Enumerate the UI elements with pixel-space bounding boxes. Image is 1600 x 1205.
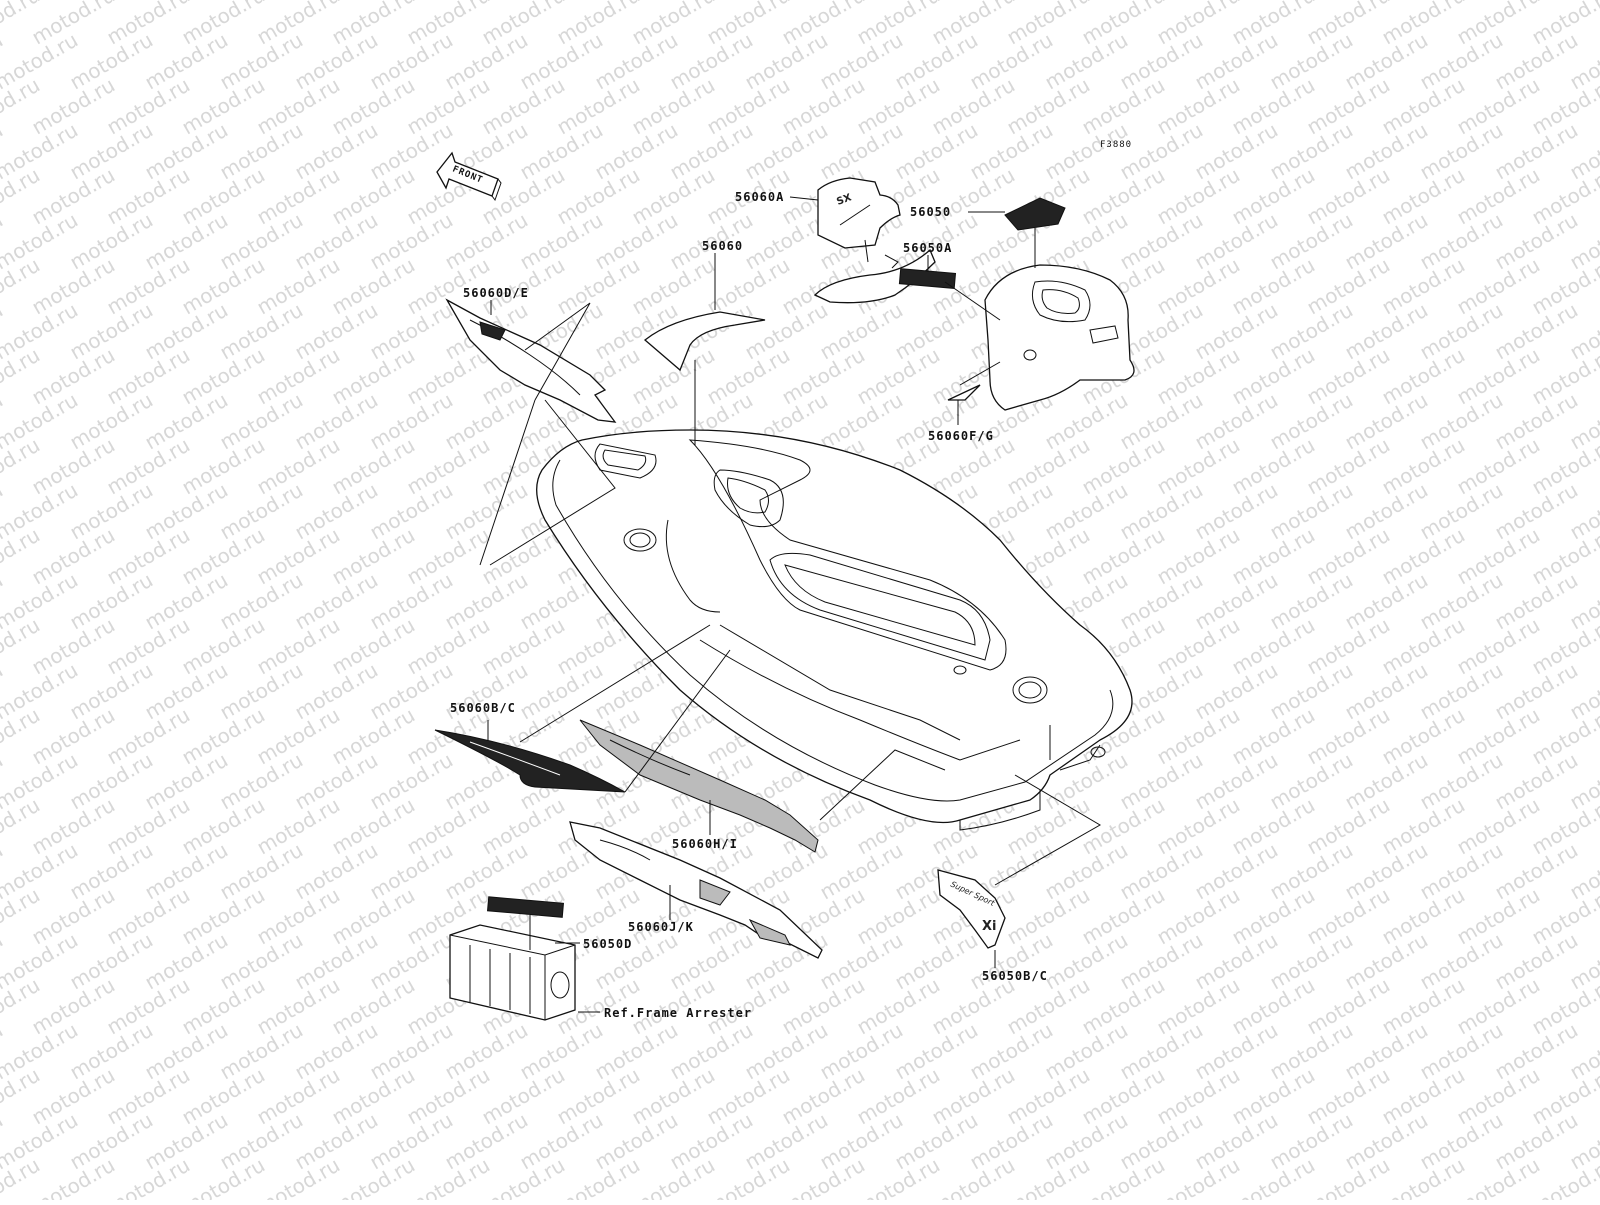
callout-56060hi: 56060H/I [672, 837, 738, 851]
callout-ref-frame-arrester: Ref.Frame Arrester [604, 1006, 752, 1020]
callout-56060fg: 56060F/G [928, 429, 994, 443]
callout-56060: 56060 [702, 239, 743, 253]
callout-56060bc: 56060B/C [450, 701, 516, 715]
callout-56050a: 56050A [903, 241, 952, 255]
callout-56060a: 56060A [735, 190, 784, 204]
callout-56050bc: 56050B/C [982, 969, 1048, 983]
callout-56050: 56050 [910, 205, 951, 219]
callout-56060jk: 56060J/K [628, 920, 694, 934]
callout-56060de: 56060D/E [463, 286, 529, 300]
diagram-code: F3880 [1100, 140, 1132, 150]
svg-text:Xi: Xi [982, 919, 996, 934]
callout-56050d: 56050D [583, 937, 632, 951]
